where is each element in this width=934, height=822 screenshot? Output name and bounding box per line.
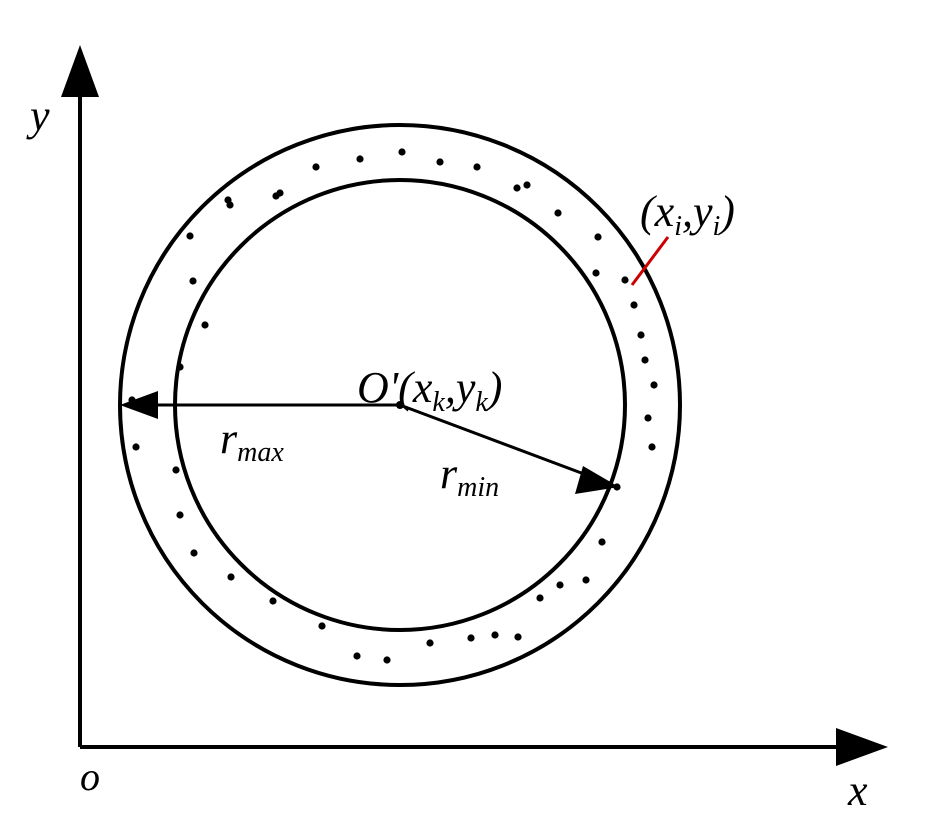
measurement-point [473,163,481,171]
measurement-point [176,511,184,519]
measurement-point [554,209,562,217]
y-axis-label: y [26,91,50,140]
measurement-point [189,277,197,285]
measurement-point [353,652,361,660]
measurement-point [641,356,649,364]
measurement-point [594,233,602,241]
measurement-point [582,576,590,584]
origin-label: o [80,754,100,799]
measurement-point [132,443,140,451]
measurement-point [383,656,391,664]
measurement-point [637,331,645,339]
measurement-point [536,594,544,602]
measurement-point [514,633,522,641]
point-label: (xi,yi) [640,187,735,242]
r-max-label: rmax [220,414,284,468]
measurement-point [398,148,406,156]
r-min-arrow [399,403,593,479]
measurement-point [176,363,184,371]
point-pointer-line [630,236,670,286]
r-max-arrowhead [120,391,158,419]
measurement-point [269,597,277,605]
measurement-point [592,269,600,277]
center-point [396,401,404,409]
measurement-point [436,158,444,166]
measurement-point [172,466,180,474]
r-min-label: rmin [440,449,499,503]
measurement-points [128,148,658,664]
measurement-point [491,631,499,639]
measurement-point [227,573,235,581]
measurement-point [201,321,209,329]
measurement-point [650,381,658,389]
x-axis-arrowhead [836,728,888,766]
center-label: O'(xk,yk) [357,363,502,418]
measurement-point [598,538,606,546]
y-axis-arrowhead [61,45,99,97]
measurement-point [513,184,521,192]
measurement-point [556,581,564,589]
measurement-point [523,181,531,189]
measurement-point [426,639,434,647]
r-min-arrowhead [575,466,619,494]
x-axis-label: x [847,766,868,815]
measurement-point [186,232,194,240]
measurement-point [312,163,320,171]
measurement-point [630,301,638,309]
measurement-point [648,443,656,451]
measurement-point [276,189,284,197]
measurement-point [190,549,198,557]
measurement-point [467,634,475,642]
measurement-point [318,622,326,630]
measurement-point [356,155,364,163]
measurement-point [226,201,234,209]
measurement-point [644,414,652,422]
measurement-point [621,276,629,284]
coordinate-axes [78,95,840,749]
